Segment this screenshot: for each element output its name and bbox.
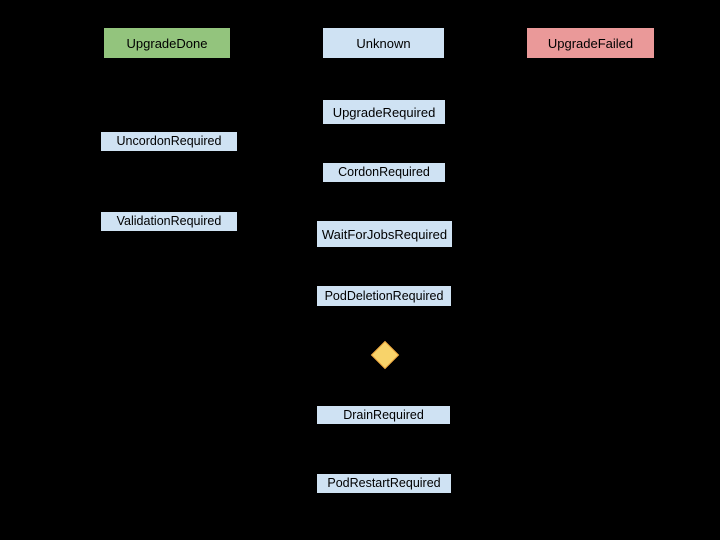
- state-label-upgrade-done: UpgradeDone: [126, 35, 208, 51]
- state-node-uncordon-required: UncordonRequired: [100, 131, 238, 152]
- state-node-pod-restart-required: PodRestartRequired: [316, 473, 452, 494]
- state-label-pod-deletion-required: PodDeletionRequired: [324, 288, 444, 303]
- state-label-upgrade-failed: UpgradeFailed: [547, 35, 634, 51]
- state-node-wait-for-jobs-required: WaitForJobsRequired: [316, 220, 453, 248]
- state-label-pod-restart-required: PodRestartRequired: [327, 476, 441, 491]
- state-node-upgrade-done: UpgradeDone: [103, 27, 231, 59]
- state-label-wait-for-jobs-required: WaitForJobsRequired: [321, 226, 448, 242]
- state-node-pod-deletion-required: PodDeletionRequired: [316, 285, 452, 307]
- state-node-unknown: Unknown: [322, 27, 445, 59]
- state-label-uncordon-required: UncordonRequired: [116, 134, 222, 149]
- state-node-drain-required: DrainRequired: [316, 405, 451, 425]
- state-node-upgrade-required: UpgradeRequired: [322, 99, 446, 125]
- state-label-drain-required: DrainRequired: [343, 407, 424, 422]
- state-node-upgrade-failed: UpgradeFailed: [526, 27, 655, 59]
- decision-diamond-icon: [370, 340, 400, 370]
- state-node-validation-required: ValidationRequired: [100, 211, 238, 232]
- state-label-unknown: Unknown: [356, 35, 411, 51]
- state-label-cordon-required: CordonRequired: [338, 165, 430, 180]
- state-label-upgrade-required: UpgradeRequired: [332, 104, 436, 120]
- state-label-validation-required: ValidationRequired: [116, 214, 222, 229]
- state-node-cordon-required: CordonRequired: [322, 162, 446, 183]
